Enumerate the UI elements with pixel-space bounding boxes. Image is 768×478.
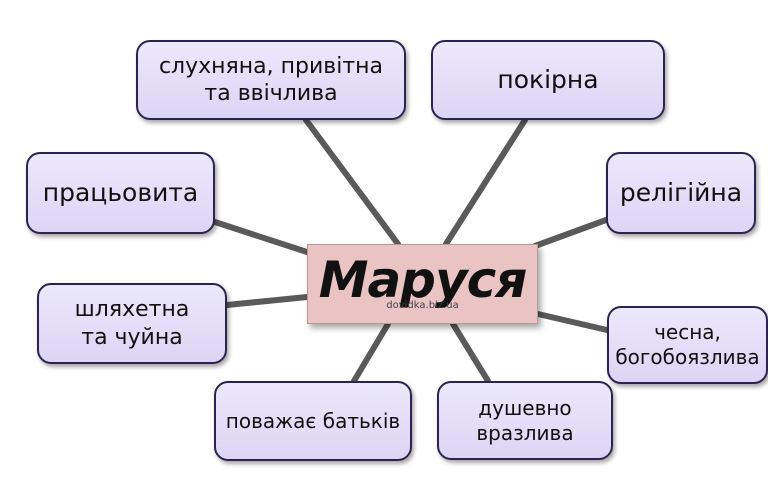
connector-n8	[450, 321, 491, 384]
connector-n4	[532, 217, 609, 249]
connector-n1	[303, 117, 401, 247]
node-religious: релігійна	[606, 152, 756, 234]
node-noble-caring: шляхетна та чуйна	[37, 283, 227, 364]
connector-n6	[535, 311, 610, 333]
node-respects-parents: поважає батьків	[214, 381, 412, 461]
center-title: Маруся	[318, 251, 528, 309]
node-emotionally-vulnerable: душевно вразлива	[437, 381, 613, 460]
watermark: dovidka.biz.ua	[386, 300, 459, 311]
node-obedient-friendly-polite: слухняна, привітна та ввічлива	[136, 40, 406, 120]
node-honest-godfearing: чесна, богобоязлива	[607, 306, 768, 384]
connector-n3	[212, 219, 313, 256]
node-hardworking: працьовита	[26, 152, 215, 234]
center-node: Маруся dovidka.biz.ua	[307, 244, 538, 324]
connector-n7	[351, 321, 391, 384]
connector-n5	[224, 294, 310, 308]
connector-n2	[443, 117, 528, 247]
node-submissive: покірна	[431, 40, 665, 120]
